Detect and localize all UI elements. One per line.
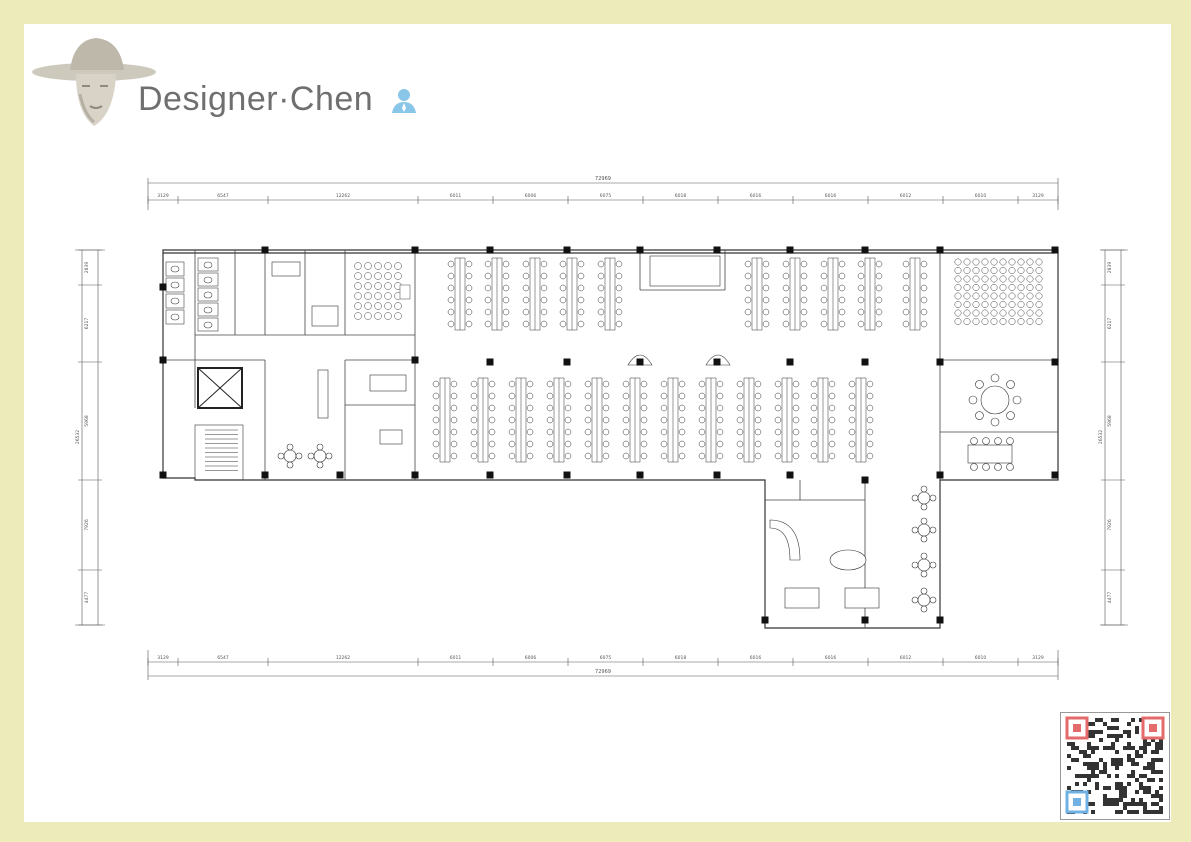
outer-walls	[162, 249, 1059, 629]
dimension-label: 6547	[217, 655, 229, 661]
dimension-label: 6010	[975, 655, 987, 661]
dimension-label: 3129	[1032, 655, 1044, 661]
brand-name: Designer·Chen	[138, 80, 374, 118]
dimension-label: 4477	[1107, 592, 1113, 604]
dimension-label: 3129	[1032, 193, 1044, 199]
dimension-label: 5968	[84, 415, 90, 427]
dimension-label: 6217	[1107, 318, 1113, 330]
structural-columns	[159, 246, 1059, 624]
dimension-label: 6016	[750, 655, 762, 661]
dimension-label: 7926	[1107, 519, 1113, 531]
training-room	[354, 258, 1043, 325]
cowboy-portrait	[32, 38, 156, 126]
dimension-label: 7926	[84, 519, 90, 531]
dimension-label: 6016	[825, 193, 837, 199]
total-dimension-bottom: 72969	[595, 669, 611, 675]
dimension-label: 2839	[84, 262, 90, 274]
dimension-label: 2839	[1107, 262, 1113, 274]
bottom-dimension	[147, 650, 1059, 680]
qr-code-icon	[1060, 712, 1170, 820]
dimension-label: 6016	[750, 193, 762, 199]
top-dimension	[147, 178, 1059, 210]
dimension-label: 6010	[975, 193, 987, 199]
dimension-label: 6011	[450, 655, 462, 661]
dimension-label: 4477	[84, 592, 90, 604]
dimension-label: 5968	[1107, 415, 1113, 427]
dimension-label: 26532	[1098, 430, 1104, 444]
dimension-label: 6006	[525, 655, 537, 661]
dimension-label: 26532	[75, 430, 81, 444]
dimension-label: 12262	[336, 655, 350, 661]
workstations	[432, 257, 928, 463]
dimension-label: 6075	[600, 655, 612, 661]
dimension-label: 6075	[600, 193, 612, 199]
dimension-label: 3129	[157, 193, 169, 199]
dimension-label: 12262	[336, 193, 350, 199]
dimension-label: 6011	[450, 193, 462, 199]
meeting-areas	[271, 255, 1022, 613]
dimension-label: 3129	[157, 655, 169, 661]
stair	[194, 424, 244, 481]
elevator	[197, 367, 243, 409]
dimension-label: 6006	[525, 193, 537, 199]
dimension-label: 6012	[900, 193, 912, 199]
person-icon	[392, 89, 416, 113]
dimension-label: 6217	[84, 318, 90, 330]
dimension-label: 6016	[825, 655, 837, 661]
toilets	[165, 257, 219, 332]
total-dimension-top: 72969	[595, 176, 611, 182]
dimension-label: 6012	[900, 655, 912, 661]
dimension-label: 6018	[675, 655, 687, 661]
dimension-label: 6018	[675, 193, 687, 199]
dimension-label: 6547	[217, 193, 229, 199]
